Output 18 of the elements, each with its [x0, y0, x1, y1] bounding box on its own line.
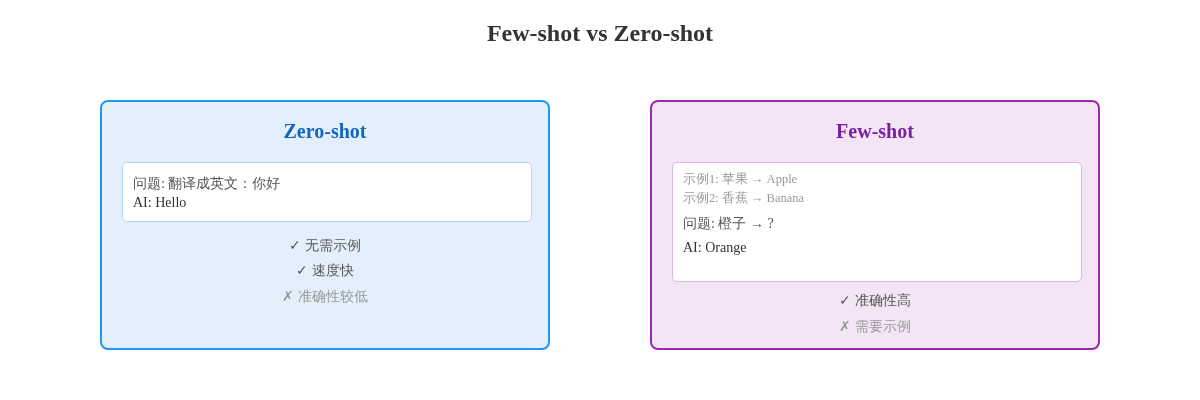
question-line: 问题: 橙子 → ? — [683, 215, 774, 233]
prompt-box — [122, 162, 532, 222]
con-item: ✗ 准确性较低 — [282, 288, 368, 306]
zero-shot-panel — [100, 100, 550, 350]
pro-item: ✓ 准确性高 — [839, 292, 911, 310]
question-line: 问题: 翻译成英文：你好 — [133, 175, 281, 193]
prompt-box — [672, 162, 1082, 282]
answer-line: AI: Hello — [133, 194, 187, 212]
few-shot-panel — [650, 100, 1100, 350]
example-line: 示例1: 苹果 → Apple — [683, 172, 798, 188]
diagram-title: Few-shot vs Zero-shot — [486, 19, 714, 48]
panel-title: Few-shot — [836, 118, 914, 144]
pro-item: ✓ 无需示例 — [289, 237, 361, 255]
example-line: 示例2: 香蕉 → Banana — [683, 191, 805, 207]
answer-line: AI: Orange — [683, 239, 747, 257]
panel-title: Zero-shot — [283, 118, 367, 144]
con-item: ✗ 需要示例 — [839, 318, 911, 336]
pro-item: ✓ 速度快 — [296, 262, 354, 280]
